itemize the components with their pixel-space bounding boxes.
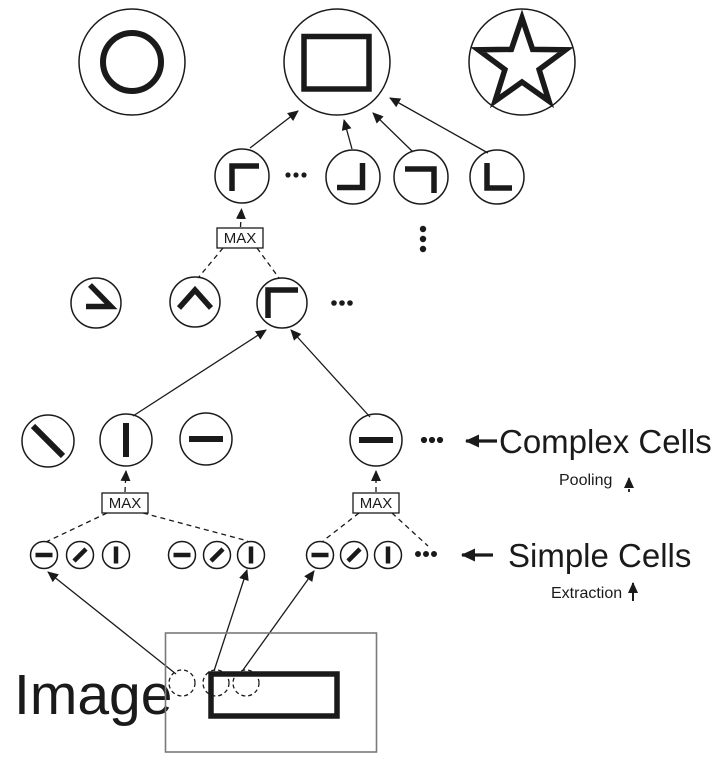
circle-shape-icon — [100, 30, 164, 94]
composite-node-corner-bottom-right — [325, 149, 381, 205]
corner-bottom-left-icon — [484, 163, 512, 191]
composite-node-corner-top-left — [214, 148, 270, 204]
ellipsis-complex — [420, 436, 444, 444]
pooled-node-angle — [70, 277, 122, 329]
simple-cell-group-1 — [29, 540, 131, 570]
max-operator-right: MAX — [322, 470, 429, 547]
complex-cell-diagonal — [21, 414, 75, 468]
max-label-right: MAX — [360, 495, 393, 512]
composite-node-corner-top-right — [393, 149, 449, 205]
rectangle-shape-icon — [301, 33, 372, 92]
complex-to-corner-arrows — [132, 329, 371, 418]
max-operator-left: MAX — [45, 470, 249, 543]
extraction-label: Extraction — [551, 585, 622, 602]
star-shape-icon — [470, 9, 574, 109]
bar-diagonal-right-icon — [72, 547, 88, 563]
simple-cells-annotation: Simple Cells Extraction — [461, 537, 691, 602]
image-region: Image — [14, 632, 378, 753]
complex-cell-horizontal-1 — [179, 412, 233, 466]
ellipsis-simple — [415, 551, 437, 557]
complex-cell-horizontal-2 — [349, 413, 403, 467]
receptive-field-circle — [168, 669, 196, 697]
complex-cell-vertical — [99, 413, 153, 467]
image-label: Image — [14, 663, 172, 727]
pooling-label: Pooling — [559, 472, 612, 489]
object-node-rectangle — [283, 8, 391, 116]
vertical-ellipsis — [419, 225, 427, 253]
complex-cells-annotation: Complex Cells Pooling — [465, 423, 712, 492]
simple-cell-group-2 — [167, 540, 266, 570]
receptive-field-circle — [232, 669, 260, 697]
receptive-field-circle — [202, 669, 230, 697]
complex-cells-label: Complex Cells — [499, 423, 712, 460]
corner-bottom-right-icon — [337, 163, 366, 191]
pooled-node-chevron — [169, 276, 221, 328]
simple-cells-label: Simple Cells — [508, 537, 691, 574]
corner-top-right-icon — [405, 166, 437, 193]
angle-open-upper-left-icon — [86, 283, 118, 310]
ellipsis-pooled — [331, 300, 353, 306]
image-frame — [164, 632, 378, 753]
chevron-up-icon — [176, 285, 214, 310]
object-node-circle — [78, 8, 186, 116]
bar-diagonal-left-icon — [30, 423, 66, 459]
max-label-left: MAX — [109, 495, 142, 512]
object-node-star — [468, 8, 576, 116]
max-label-top: MAX — [224, 230, 257, 247]
feature-to-object-arrows — [249, 97, 489, 154]
simple-cell-group-3 — [305, 540, 403, 570]
bar-diagonal-right-icon — [209, 547, 225, 563]
composite-node-corner-bottom-left — [469, 149, 525, 205]
image-to-simple-arrows — [47, 569, 315, 675]
ellipsis-composite — [285, 172, 307, 178]
max-operator-top: MAX — [197, 208, 280, 279]
image-rectangle-stimulus — [208, 671, 340, 719]
pooled-node-corner — [256, 277, 308, 329]
corner-top-left-icon — [265, 287, 298, 318]
bar-diagonal-right-icon — [346, 547, 362, 563]
corner-top-left-icon — [229, 163, 259, 191]
